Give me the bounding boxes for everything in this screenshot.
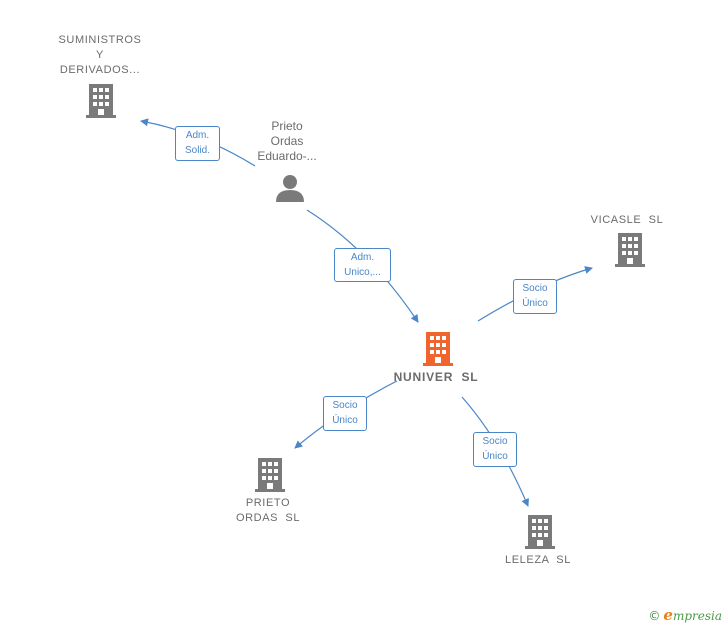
edge-label-adm-solid[interactable]: Adm. Solid. xyxy=(175,126,220,161)
edge-label-line: Unico,... xyxy=(344,267,381,278)
edge-label-socio-leleza[interactable]: Socio Único xyxy=(473,432,517,467)
node-vicasle-label[interactable]: VICASLE SL xyxy=(577,213,677,228)
edge-label-line: Único xyxy=(332,415,358,426)
label-line: VICASLE SL xyxy=(590,214,664,226)
empresia-watermark: ©empresia xyxy=(648,606,722,624)
label-line: ORDAS SL xyxy=(235,512,301,524)
label-line: LELEZA SL xyxy=(505,554,571,566)
person-icon xyxy=(276,175,304,202)
building-icon xyxy=(255,458,285,492)
brand-logo-text: mpresia xyxy=(672,609,722,623)
label-line: Eduardo-... xyxy=(257,149,317,163)
label-line: NUNIVER SL xyxy=(393,370,479,384)
label-line: Ordas xyxy=(270,134,304,148)
building-icon xyxy=(525,515,555,549)
label-line: SUMINISTROS xyxy=(58,34,142,46)
node-leleza-label[interactable]: LELEZA SL xyxy=(488,553,588,568)
edge-label-line: Adm. xyxy=(350,252,375,263)
node-prieto-ordas-sl-label[interactable]: PRIETO ORDAS SL xyxy=(218,496,318,526)
edge-label-line: Único xyxy=(482,451,508,462)
building-icon xyxy=(615,233,645,267)
node-prieto-person-label[interactable]: Prieto Ordas Eduardo-... xyxy=(237,119,337,164)
edge-label-line: Socio xyxy=(332,400,358,411)
edge-label-line: Socio xyxy=(482,436,508,447)
label-line: DERIVADOS... xyxy=(59,64,141,76)
edge-label-adm-unico[interactable]: Adm. Unico,... xyxy=(334,248,391,282)
brand-logo-initial: e xyxy=(663,606,673,624)
edge-label-line: Adm. xyxy=(185,130,210,141)
building-icon xyxy=(86,84,116,118)
building-icon-center xyxy=(423,332,453,366)
label-line: Y xyxy=(96,49,104,61)
copyright-symbol: © xyxy=(648,609,661,623)
label-line: Prieto xyxy=(271,119,303,133)
edge-label-line: Único xyxy=(522,298,548,309)
node-nuniver-label[interactable]: NUNIVER SL xyxy=(376,370,496,385)
edge-label-socio-prieto[interactable]: Socio Único xyxy=(323,396,367,431)
edge-label-line: Solid. xyxy=(184,145,210,156)
label-line: PRIETO xyxy=(245,497,291,509)
edge-label-socio-vicasle[interactable]: Socio Único xyxy=(513,279,557,314)
node-suministros-label[interactable]: SUMINISTROS Y DERIVADOS... xyxy=(40,33,160,78)
edge-label-line: Socio xyxy=(522,283,548,294)
